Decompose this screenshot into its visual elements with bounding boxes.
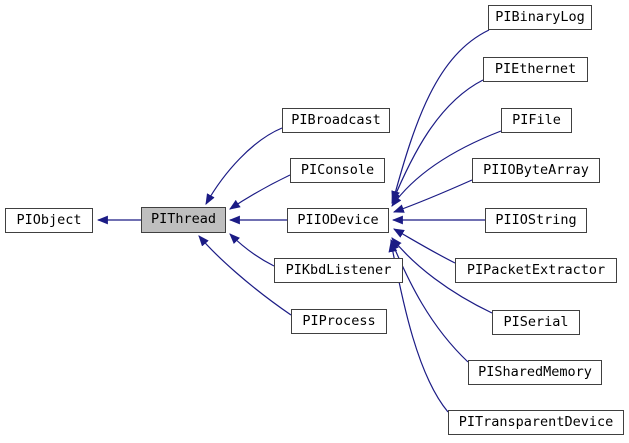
node-piserial[interactable]: PISerial <box>492 310 580 335</box>
edge-pibinarylog-to-piiodevice <box>391 29 490 203</box>
node-pikbdlistener[interactable]: PIKbdListener <box>274 258 403 283</box>
node-pifile[interactable]: PIFile <box>501 108 572 133</box>
node-pitransparentdevice[interactable]: PITransparentDevice <box>448 410 624 435</box>
edge-piiobytearray-to-piiodevice <box>392 179 473 213</box>
node-piconsole[interactable]: PIConsole <box>290 158 385 183</box>
node-pithread: PIThread <box>141 207 226 233</box>
edge-pikbdlistener-to-pithread <box>229 233 275 267</box>
edge-piprocess-to-pithread <box>198 235 292 316</box>
node-pibinarylog[interactable]: PIBinaryLog <box>488 5 592 30</box>
edge-piserial-to-piiodevice <box>391 237 493 314</box>
edge-piethernet-to-piiodevice <box>391 79 484 205</box>
edge-pipacketextractor-to-piiodevice <box>393 228 456 264</box>
edge-pibroadcast-to-pithread <box>205 127 283 205</box>
node-piiostring[interactable]: PIIOString <box>485 208 587 233</box>
node-pipacketextractor[interactable]: PIPacketExtractor <box>455 258 617 283</box>
node-piethernet[interactable]: PIEthernet <box>483 57 588 82</box>
node-piobject[interactable]: PIObject <box>5 208 93 233</box>
node-pibroadcast[interactable]: PIBroadcast <box>282 108 390 133</box>
node-piiodevice[interactable]: PIIODevice <box>287 208 389 233</box>
node-piprocess[interactable]: PIProcess <box>291 309 387 334</box>
node-piiobytearray[interactable]: PIIOByteArray <box>472 158 600 183</box>
edge-piconsole-to-pithread <box>229 174 291 210</box>
edge-pisharedmemory-to-piiodevice <box>390 238 469 363</box>
edge-pifile-to-piiodevice <box>391 130 502 207</box>
node-pisharedmemory[interactable]: PISharedMemory <box>468 360 602 385</box>
